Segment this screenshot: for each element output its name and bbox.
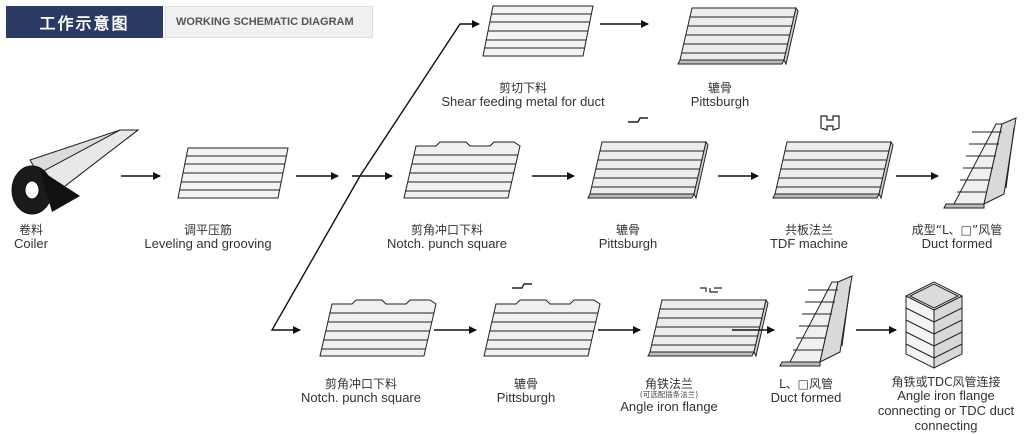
label-bottom-angle-iron-note: (可选配插条法兰) — [639, 390, 699, 400]
label-mid-pittsburgh: 辘骨 Pittsburgh — [574, 223, 682, 252]
label-leveling-cn: 调平压筋 — [183, 223, 232, 237]
label-bottom-pittsburgh-en: Pittsburgh — [496, 390, 556, 406]
diagram-title-cn: 工作示意图 — [6, 6, 163, 38]
label-bottom-connect-cn: 角铁或TDC风管连接 — [891, 375, 1001, 389]
label-bottom-angle-iron-cn: 角铁法兰 — [644, 377, 693, 391]
label-bottom-pittsburgh-cn: 辘骨 — [513, 377, 538, 391]
label-top-pittsburgh: 辘骨 Pittsburgh — [670, 81, 770, 110]
coil-roll-icon — [11, 129, 140, 215]
label-mid-duct-formed-en: Duct formed — [921, 236, 993, 252]
diagram-title-en: WORKING SCHEMATIC DIAGRAM — [165, 6, 373, 38]
label-top-shear-cn: 剪切下料 — [498, 81, 547, 95]
label-top-pittsburgh-en: Pittsburgh — [690, 94, 750, 110]
connected-duct-icon — [904, 281, 964, 369]
label-bottom-notch-en: Notch. punch square — [301, 390, 421, 406]
label-top-pittsburgh-cn: 辘骨 — [707, 81, 732, 95]
label-bottom-notch-cn: 剪角冲口下料 — [324, 377, 397, 391]
tdf-sheet-icon — [772, 115, 894, 199]
label-bottom-angle-iron-en: Angle iron flange — [620, 398, 718, 414]
label-mid-tdf: 共板法兰 TDF machine — [744, 223, 874, 252]
pittsburgh-sheet-mid-icon — [587, 117, 709, 199]
label-coiler-cn: 卷料 — [18, 223, 43, 237]
label-mid-duct-formed: 成型“L、□”风管 Duct formed — [884, 223, 1030, 252]
arrow-branch-bottom — [270, 175, 361, 334]
formed-duct-bottom-icon — [779, 275, 853, 367]
label-coiler: 卷料 Coiler — [0, 223, 62, 252]
label-bottom-duct-formed: L、□风管 Duct formed — [752, 377, 860, 406]
label-bottom-duct-formed-en: Duct formed — [770, 390, 842, 406]
leveled-sheet-icon — [177, 147, 289, 199]
notched-sheet-mid-icon — [403, 141, 521, 199]
label-bottom-notch: 剪角冲口下料 Notch. punch square — [278, 377, 444, 406]
label-mid-pittsburgh-en: Pittsburgh — [598, 236, 658, 252]
pittsburgh-sheet-bottom-icon — [483, 283, 601, 357]
label-mid-duct-formed-cn: 成型“L、□”风管 — [911, 223, 1003, 237]
label-mid-notch: 剪角冲口下料 Notch. punch square — [364, 223, 530, 252]
label-mid-notch-en: Notch. punch square — [387, 236, 507, 252]
notched-sheet-bottom-icon — [319, 299, 437, 357]
label-mid-tdf-cn: 共板法兰 — [784, 223, 833, 237]
label-bottom-duct-formed-cn: L、□风管 — [778, 377, 834, 391]
label-bottom-connect: 角铁或TDC风管连接 Angle iron flange connecting … — [866, 375, 1026, 433]
angle-iron-sheet-icon — [647, 287, 769, 357]
label-bottom-pittsburgh: 辘骨 Pittsburgh — [472, 377, 580, 406]
arrow-branch-top — [359, 20, 480, 177]
label-leveling: 调平压筋 Leveling and grooving — [118, 223, 298, 252]
label-top-shear-en: Shear feeding metal for duct — [441, 94, 605, 110]
label-coiler-en: Coiler — [14, 236, 48, 252]
label-leveling-en: Leveling and grooving — [144, 236, 272, 252]
sheared-sheet-icon — [482, 5, 594, 57]
label-top-shear: 剪切下料 Shear feeding metal for duct — [420, 81, 626, 110]
label-mid-notch-cn: 剪角冲口下料 — [410, 223, 483, 237]
label-bottom-angle-iron: 角铁法兰 (可选配插条法兰) Angle iron flange — [604, 377, 734, 414]
label-bottom-connect-en: Angle iron flange connecting or TDC duct… — [877, 388, 1015, 433]
pittsburgh-sheet-top-icon — [677, 7, 799, 65]
label-mid-tdf-en: TDF machine — [769, 236, 849, 252]
formed-duct-mid-icon — [943, 117, 1017, 209]
label-mid-pittsburgh-cn: 辘骨 — [615, 223, 640, 237]
